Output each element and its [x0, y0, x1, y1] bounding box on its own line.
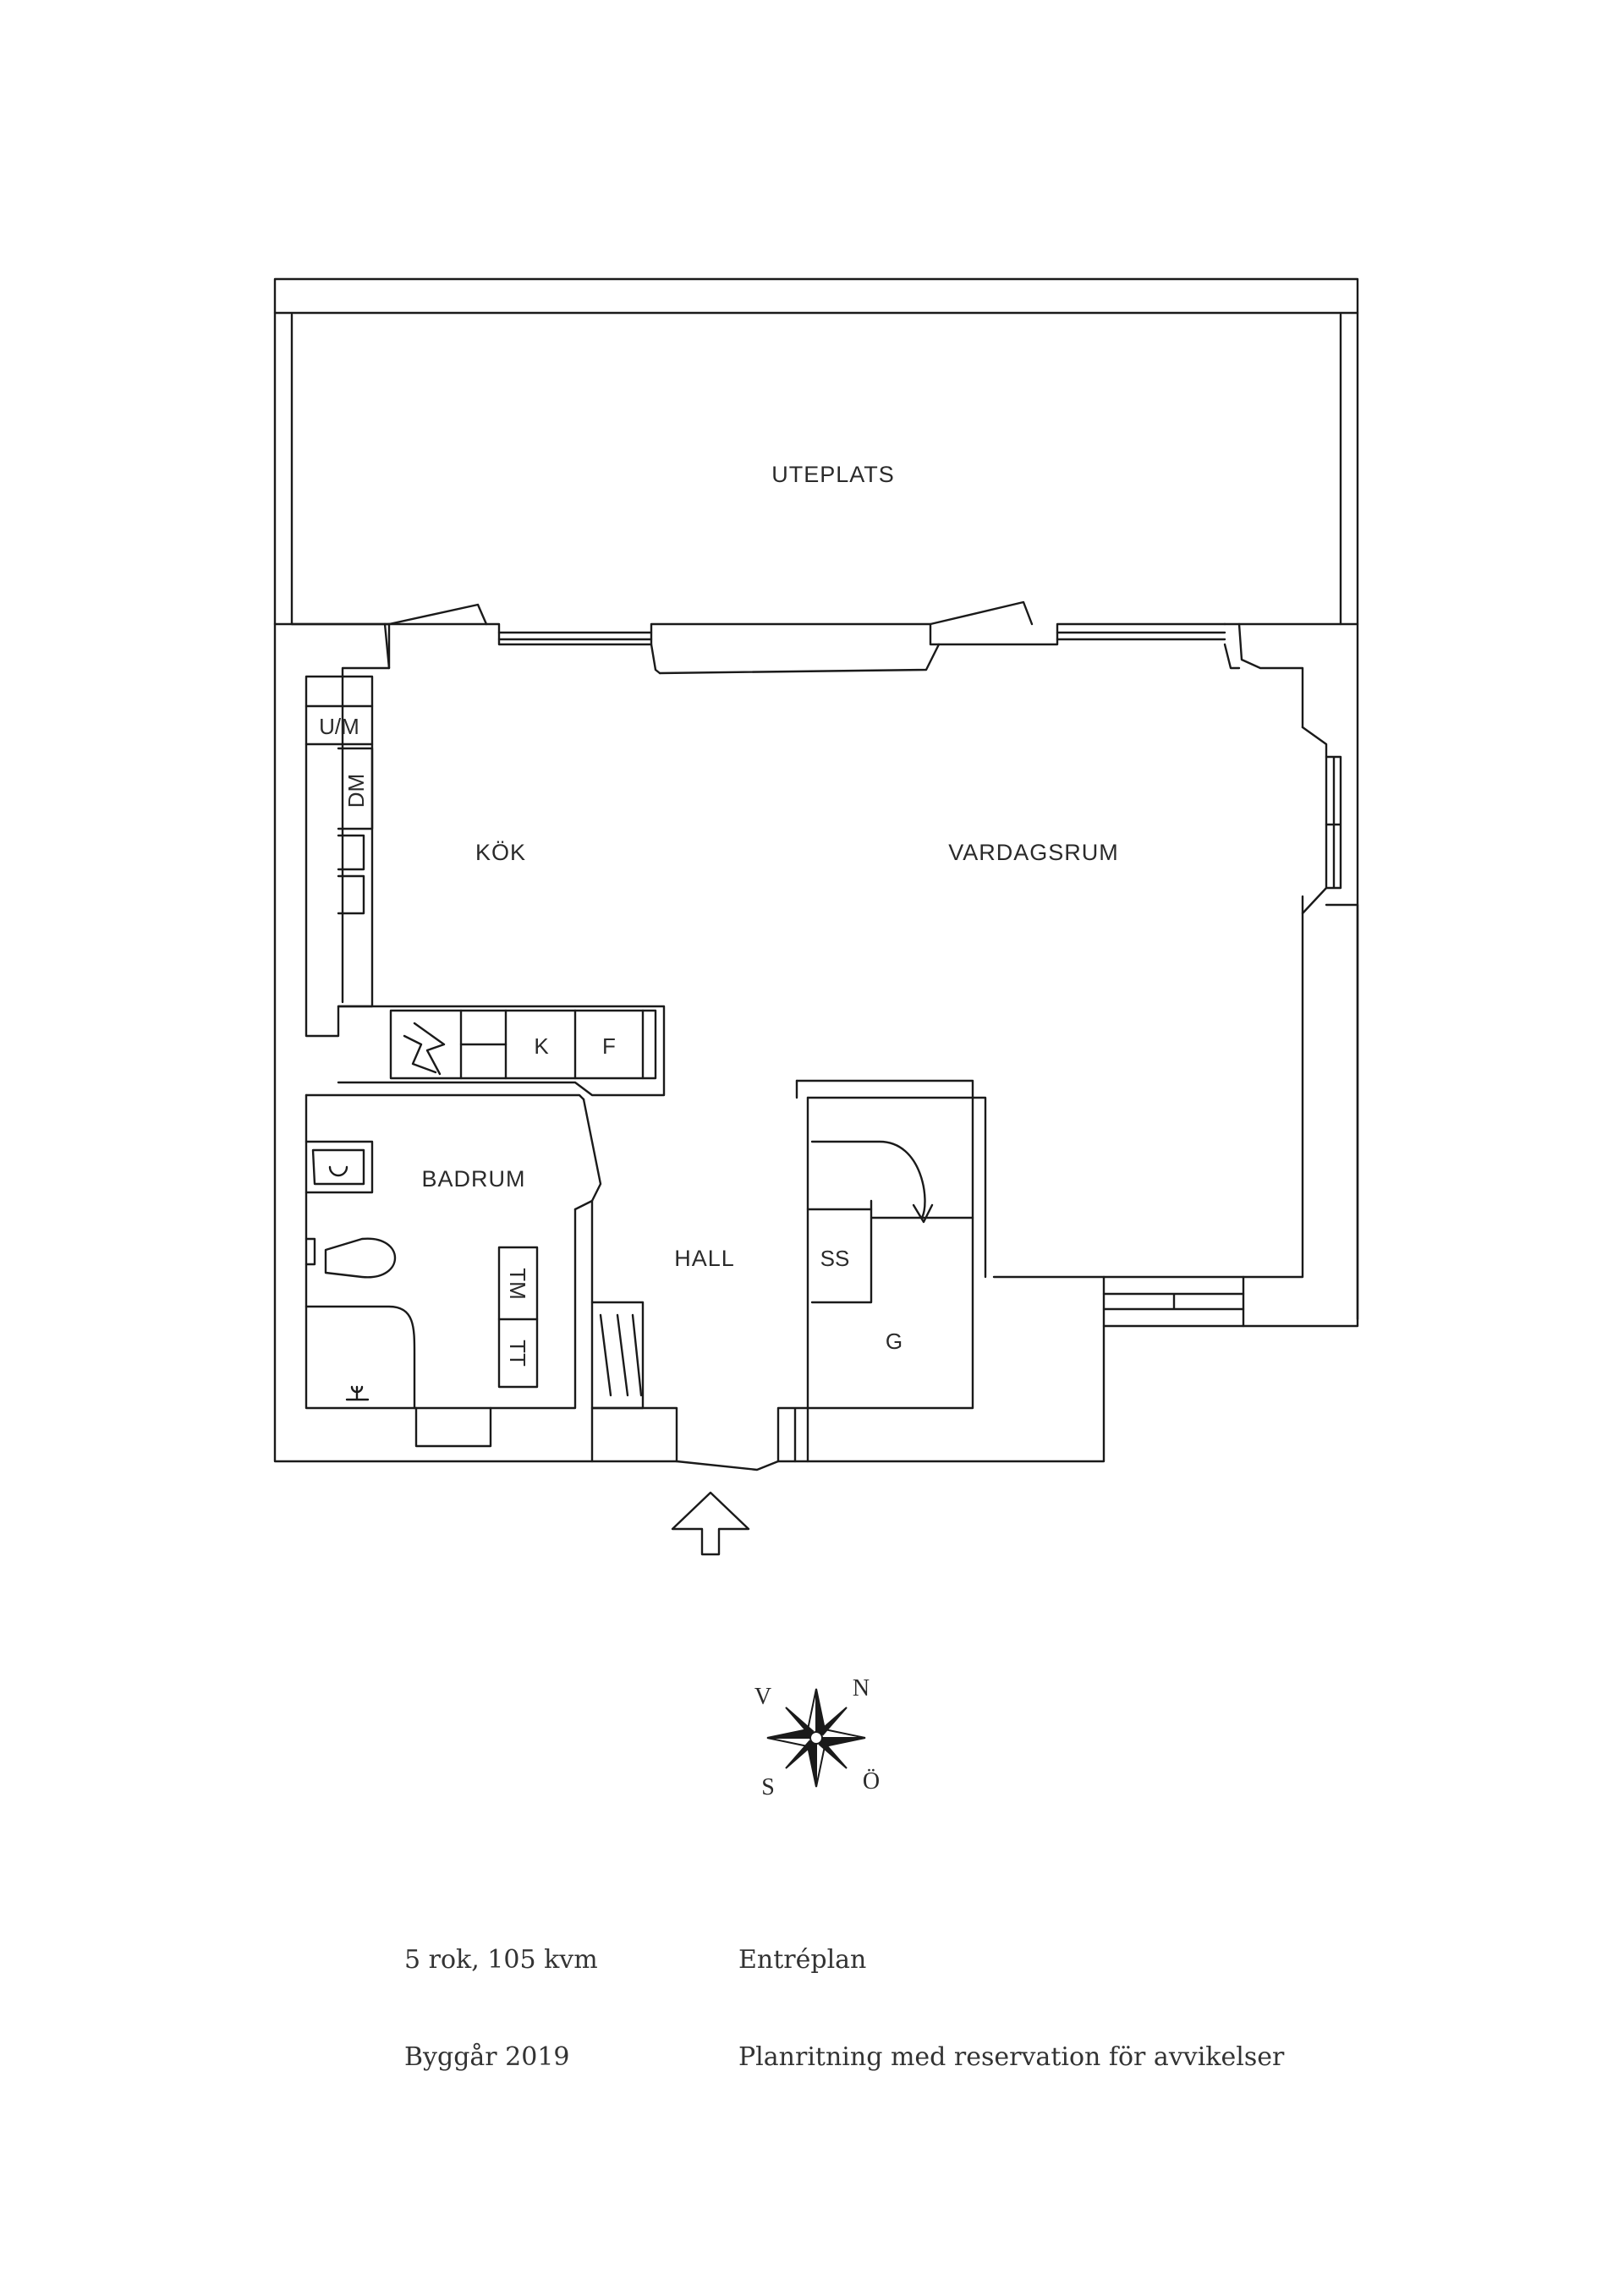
exterior-walls [273, 622, 1359, 1463]
entrance-arrow-icon [671, 1491, 750, 1556]
compass-label-n: N [853, 1675, 870, 1701]
fixture-label-tm: TM [505, 1268, 530, 1300]
fixture-label-dm: DM [343, 774, 369, 808]
compass-label-v: V [754, 1684, 771, 1710]
info-year: Byggår 2019 [404, 2042, 570, 2072]
east-bay-window [1301, 726, 1342, 915]
hall-walls [590, 1301, 809, 1471]
compass-label-s: S [761, 1774, 775, 1800]
compass-label-o: Ö [863, 1768, 880, 1795]
info-floor: Entréplan [738, 1945, 867, 1975]
room-label-hall: HALL [674, 1246, 735, 1271]
fixture-label-um: U/M [319, 714, 359, 739]
room-label-badrum: BADRUM [421, 1166, 525, 1192]
compass-rose-icon [766, 1688, 866, 1788]
north-wall-windows [383, 600, 1241, 675]
fixture-label-f: F [602, 1033, 616, 1059]
room-label-kok: KÖK [475, 840, 526, 865]
kitchen-counter-south [337, 1005, 666, 1097]
info-rooms-area: 5 rok, 105 kvm [404, 1945, 598, 1975]
bathroom-walls [304, 1093, 602, 1463]
fixture-label-tt: TT [505, 1340, 530, 1367]
storage-walls [795, 1079, 987, 1410]
terrace-outline [273, 277, 1359, 626]
fixture-label-g: G [886, 1329, 903, 1354]
south-east-window [1102, 1275, 1245, 1328]
fixture-label-k: K [534, 1033, 549, 1059]
info-disclaimer: Planritning med reservation för avvikels… [738, 2042, 1285, 2072]
fixture-label-ss: SS [820, 1246, 850, 1271]
room-label-uteplats: UTEPLATS [771, 462, 895, 487]
room-label-vardagsrum: VARDAGSRUM [948, 840, 1119, 865]
